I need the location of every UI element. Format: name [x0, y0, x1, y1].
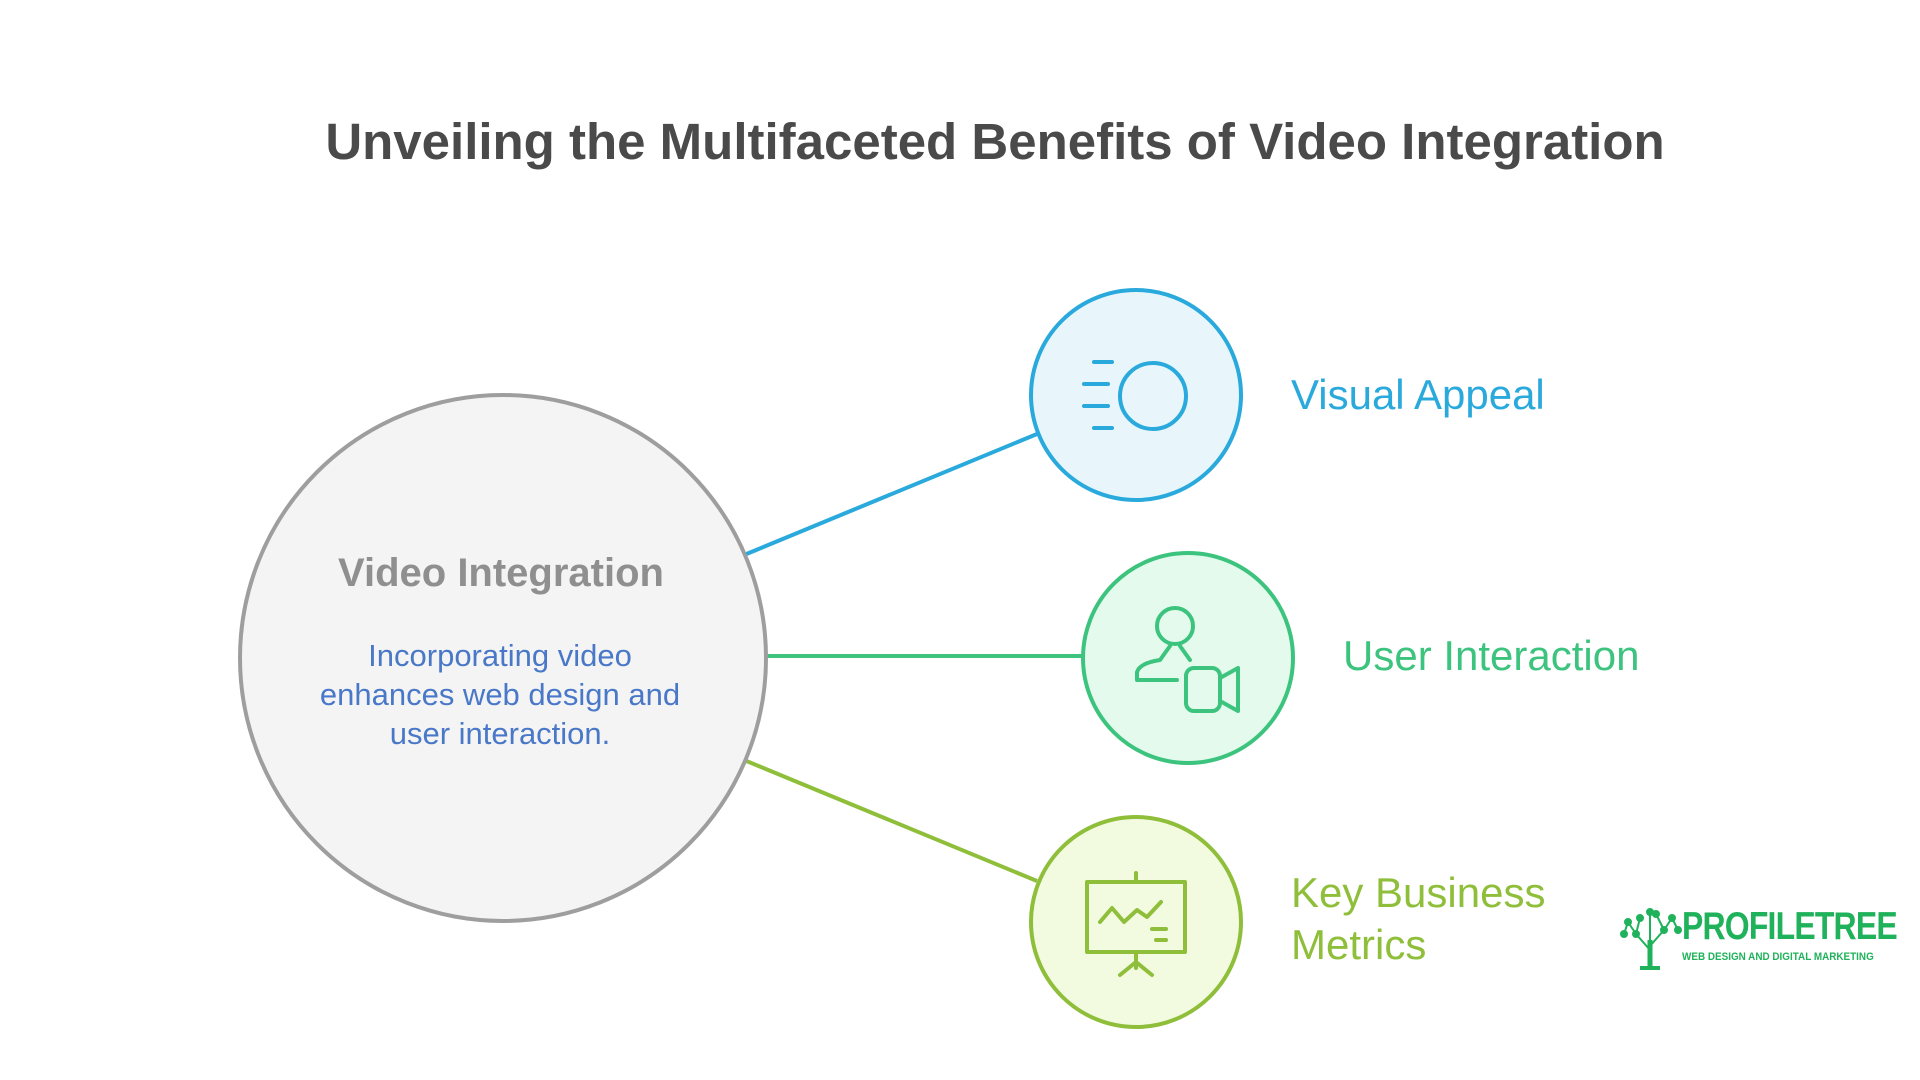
center-node: [238, 393, 768, 923]
connector-key-business-metrics: [743, 758, 1038, 883]
logo-tagline: WEB DESIGN AND DIGITAL MARKETING: [1682, 951, 1874, 963]
visual-appeal-node: [1029, 288, 1243, 502]
user-interaction-label: User Interaction: [1343, 632, 1640, 679]
profiletree-logo-mark: [1620, 908, 1682, 970]
connector-visual-appeal: [743, 432, 1038, 557]
key-business-metrics-label: Key Business Metrics: [1291, 869, 1546, 968]
visual-appeal-label: Visual Appeal: [1291, 371, 1545, 418]
center-node-title: Video Integration: [338, 551, 664, 595]
presentation-chart-icon: [1085, 871, 1187, 977]
user-video-icon: [1135, 606, 1240, 713]
logo-name: PROFILETREE: [1682, 905, 1898, 948]
diagram-title: Unveiling the Multifaceted Benefits of V…: [325, 113, 1665, 170]
key-business-metrics-node: [1029, 815, 1243, 1029]
light-speed-circle-icon: [1082, 360, 1188, 431]
profiletree-logo: PROFILETREE WEB DESIGN AND DIGITAL MARKE…: [1616, 903, 1898, 983]
center-node-description: Incorporating video enhances web design …: [319, 638, 681, 751]
